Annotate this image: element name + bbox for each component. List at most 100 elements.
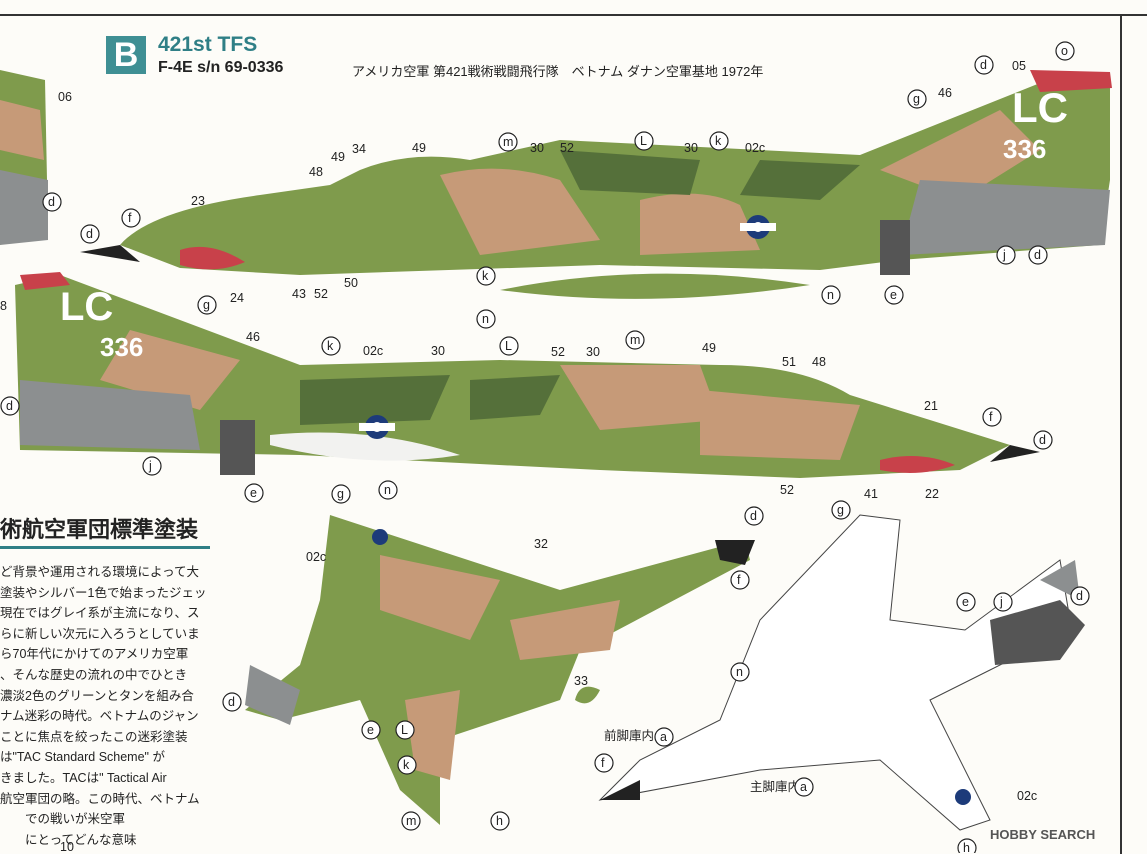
svg-text:j: j bbox=[999, 595, 1003, 609]
svg-text:49: 49 bbox=[331, 150, 345, 164]
svg-text:d: d bbox=[1076, 589, 1083, 603]
svg-text:j: j bbox=[1002, 248, 1006, 262]
svg-text:g: g bbox=[837, 503, 844, 517]
svg-text:f: f bbox=[601, 756, 605, 770]
svg-text:g: g bbox=[203, 298, 210, 312]
svg-text:f: f bbox=[128, 211, 132, 225]
svg-text:49: 49 bbox=[412, 141, 426, 155]
svg-text:24: 24 bbox=[230, 291, 244, 305]
svg-text:22: 22 bbox=[925, 487, 939, 501]
svg-text:51: 51 bbox=[782, 355, 796, 369]
svg-text:n: n bbox=[736, 665, 743, 679]
svg-text:k: k bbox=[715, 134, 722, 148]
inset-main-wheel: 主脚庫内 bbox=[750, 779, 800, 794]
squadron-title: 421st TFS bbox=[158, 33, 258, 56]
callout-06: 06 bbox=[58, 90, 72, 104]
svg-text:L: L bbox=[505, 339, 512, 353]
scheme-badge: B bbox=[106, 36, 146, 74]
inset-front-wheel: 前脚庫内 bbox=[604, 728, 654, 743]
scheme-caption: アメリカ空軍 第421戦術戦闘飛行隊 ベトナム ダナン空軍基地 1972年 bbox=[352, 64, 764, 79]
callout-markers: d 05 o 46 g L k 30 02c m 30 52 49 34 49 … bbox=[0, 41, 1090, 853]
svg-text:43: 43 bbox=[292, 287, 306, 301]
svg-text:a: a bbox=[800, 780, 807, 794]
svg-text:34: 34 bbox=[352, 142, 366, 156]
side-view-left-facing: LC 336 bbox=[80, 70, 1112, 299]
top-rule bbox=[0, 14, 1147, 16]
section-body: ど背景や運用される環境によって大 塗装やシルバー1色で始まったジェッ 現在ではグ… bbox=[0, 565, 207, 847]
svg-text:a: a bbox=[660, 730, 667, 744]
svg-text:d: d bbox=[750, 509, 757, 523]
tail-serial-top: 336 bbox=[1003, 134, 1046, 164]
svg-text:50: 50 bbox=[344, 276, 358, 290]
svg-text:h: h bbox=[496, 814, 503, 828]
svg-text:e: e bbox=[250, 486, 257, 500]
svg-text:30: 30 bbox=[586, 345, 600, 359]
svg-text:e: e bbox=[367, 723, 374, 737]
svg-text:L: L bbox=[401, 723, 408, 737]
svg-text:m: m bbox=[630, 333, 640, 347]
svg-text:48: 48 bbox=[309, 165, 323, 179]
svg-text:f: f bbox=[737, 573, 741, 587]
svg-text:41: 41 bbox=[864, 487, 878, 501]
svg-text:L: L bbox=[640, 134, 647, 148]
svg-text:02c: 02c bbox=[306, 550, 326, 564]
svg-text:f: f bbox=[989, 410, 993, 424]
svg-text:02c: 02c bbox=[363, 344, 383, 358]
right-rule bbox=[1120, 14, 1122, 854]
svg-text:21: 21 bbox=[924, 399, 938, 413]
tail-code-side: LC bbox=[60, 285, 113, 329]
watermark: HOBBY SEARCH bbox=[990, 827, 1096, 842]
callout-d bbox=[42, 192, 62, 212]
svg-text:e: e bbox=[962, 595, 969, 609]
svg-text:k: k bbox=[327, 339, 334, 353]
svg-text:d: d bbox=[86, 227, 93, 241]
svg-text:n: n bbox=[482, 312, 489, 326]
svg-text:52: 52 bbox=[780, 483, 794, 497]
svg-text:d: d bbox=[228, 695, 235, 709]
tail-code-top: LC bbox=[1012, 84, 1068, 131]
svg-text:k: k bbox=[482, 269, 489, 283]
svg-text:49: 49 bbox=[702, 341, 716, 355]
svg-text:02c: 02c bbox=[1017, 789, 1037, 803]
svg-text:d: d bbox=[48, 195, 55, 209]
svg-text:j: j bbox=[148, 459, 152, 473]
section-divider bbox=[0, 546, 210, 549]
svg-text:52: 52 bbox=[560, 141, 574, 155]
svg-text:23: 23 bbox=[191, 194, 205, 208]
svg-text:n: n bbox=[384, 483, 391, 497]
section-heading: 術航空軍団標準塗装 bbox=[0, 517, 199, 542]
svg-text:o: o bbox=[1061, 44, 1068, 58]
svg-text:e: e bbox=[890, 288, 897, 302]
svg-text:30: 30 bbox=[431, 344, 445, 358]
svg-text:g: g bbox=[913, 92, 920, 106]
svg-text:n: n bbox=[827, 288, 834, 302]
partial-tail-left: 06 d bbox=[0, 70, 72, 245]
svg-text:m: m bbox=[503, 135, 513, 149]
side-view-right-facing: LC 336 bbox=[15, 272, 1040, 478]
aircraft-serial: F-4E s/n 69-0336 bbox=[158, 59, 284, 76]
svg-text:32: 32 bbox=[534, 537, 548, 551]
svg-text:m: m bbox=[406, 814, 416, 828]
plan-view-bottom: 前脚庫内 主脚庫内 bbox=[598, 514, 1085, 831]
svg-text:8: 8 bbox=[0, 299, 7, 313]
svg-text:52: 52 bbox=[551, 345, 565, 359]
svg-text:d: d bbox=[980, 58, 987, 72]
plan-view-top bbox=[245, 515, 755, 825]
svg-text:05: 05 bbox=[1012, 59, 1026, 73]
svg-text:30: 30 bbox=[530, 141, 544, 155]
svg-text:30: 30 bbox=[684, 141, 698, 155]
svg-text:10: 10 bbox=[60, 840, 74, 853]
svg-text:02c: 02c bbox=[745, 141, 765, 155]
svg-text:d: d bbox=[1034, 248, 1041, 262]
tail-serial-side: 336 bbox=[100, 332, 143, 362]
svg-text:46: 46 bbox=[246, 330, 260, 344]
svg-text:d: d bbox=[1039, 433, 1046, 447]
svg-text:52: 52 bbox=[314, 287, 328, 301]
svg-text:g: g bbox=[337, 487, 344, 501]
svg-text:46: 46 bbox=[938, 86, 952, 100]
svg-text:k: k bbox=[403, 758, 410, 772]
svg-text:33: 33 bbox=[574, 674, 588, 688]
svg-text:d: d bbox=[6, 399, 13, 413]
svg-text:48: 48 bbox=[812, 355, 826, 369]
